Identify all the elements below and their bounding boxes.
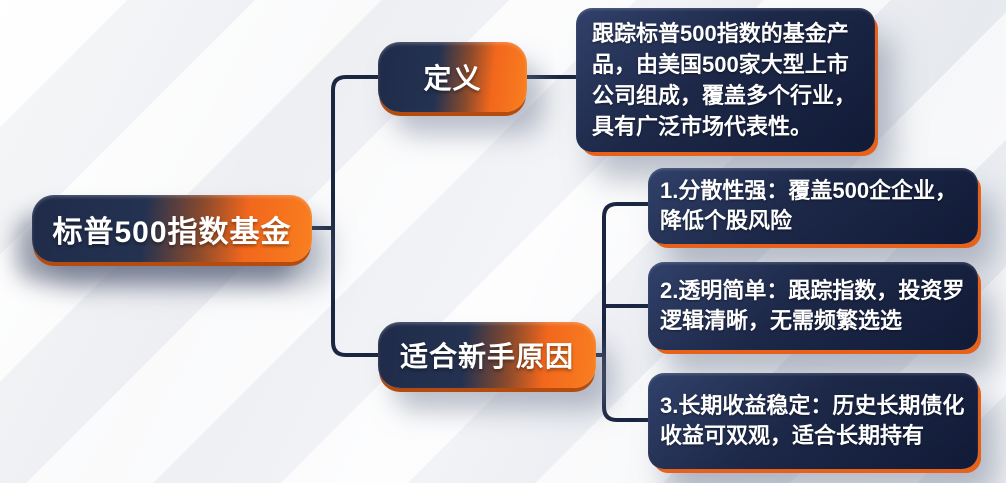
branch-definition-label: 定义 <box>423 63 482 94</box>
connector-right-bracket <box>602 202 652 422</box>
reason-1-text: 1.分散性强：覆盖500企企业，降低个股风险 <box>660 178 958 233</box>
root-node-label: 标普500指数基金 <box>52 215 292 249</box>
reason-item-3: 3.长期收益稳定：历史长期债化收益可双观，适合长期持有 <box>648 373 978 469</box>
root-node: 标普500指数基金 <box>32 195 312 262</box>
reason-3-text: 3.长期收益稳定：历史长期债化收益可双观，适合长期持有 <box>660 393 965 448</box>
reason-item-1: 1.分散性强：覆盖500企企业，降低个股风险 <box>648 168 978 244</box>
definition-detail-box: 跟踪标普500指数的基金产品，由美国500家大型上市公司组成，覆盖多个行业，具有… <box>576 8 875 152</box>
definition-text: 跟踪标普500指数的基金产品，由美国500家大型上市公司组成，覆盖多个行业，具有… <box>592 21 857 139</box>
branch-node-definition: 定义 <box>378 42 527 112</box>
connector-left-bracket <box>331 75 380 357</box>
reason-2-text: 2.透明简单：跟踪指数，投资罗逻辑清晰，无需频繁选选 <box>660 278 965 333</box>
reason-item-2: 2.透明简单：跟踪指数，投资罗逻辑清晰，无需频繁选选 <box>648 262 978 350</box>
branch-reasons-label: 适合新手原因 <box>399 341 574 372</box>
branch-node-reasons: 适合新手原因 <box>378 322 596 388</box>
